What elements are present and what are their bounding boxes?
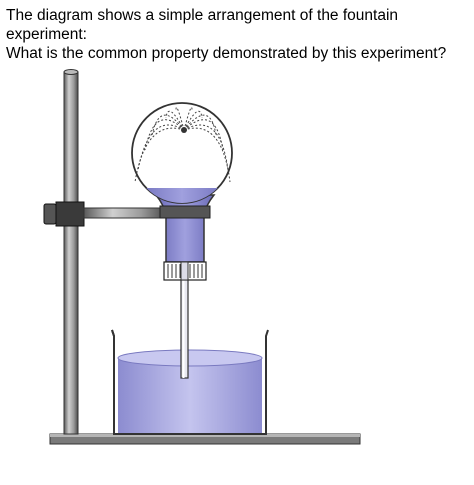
round-bottom-flask: [131, 102, 233, 204]
stand-rod: [63, 69, 79, 435]
stand-base: [49, 433, 361, 445]
question-text: The diagram shows a simple arrangement o…: [6, 6, 468, 63]
clamp-arm: [83, 207, 167, 219]
rubber-stopper: [163, 261, 207, 281]
question-line-2: What is the common property demonstrated…: [6, 45, 447, 62]
beaker-liquid: [117, 349, 263, 434]
beaker: [111, 329, 269, 435]
question-line-1: The diagram shows a simple arrangement o…: [6, 7, 399, 43]
clamp-boss: [43, 201, 85, 227]
fountain-spray: [134, 107, 231, 183]
flask-neck: [154, 194, 216, 263]
flask-clamp: [159, 205, 211, 219]
